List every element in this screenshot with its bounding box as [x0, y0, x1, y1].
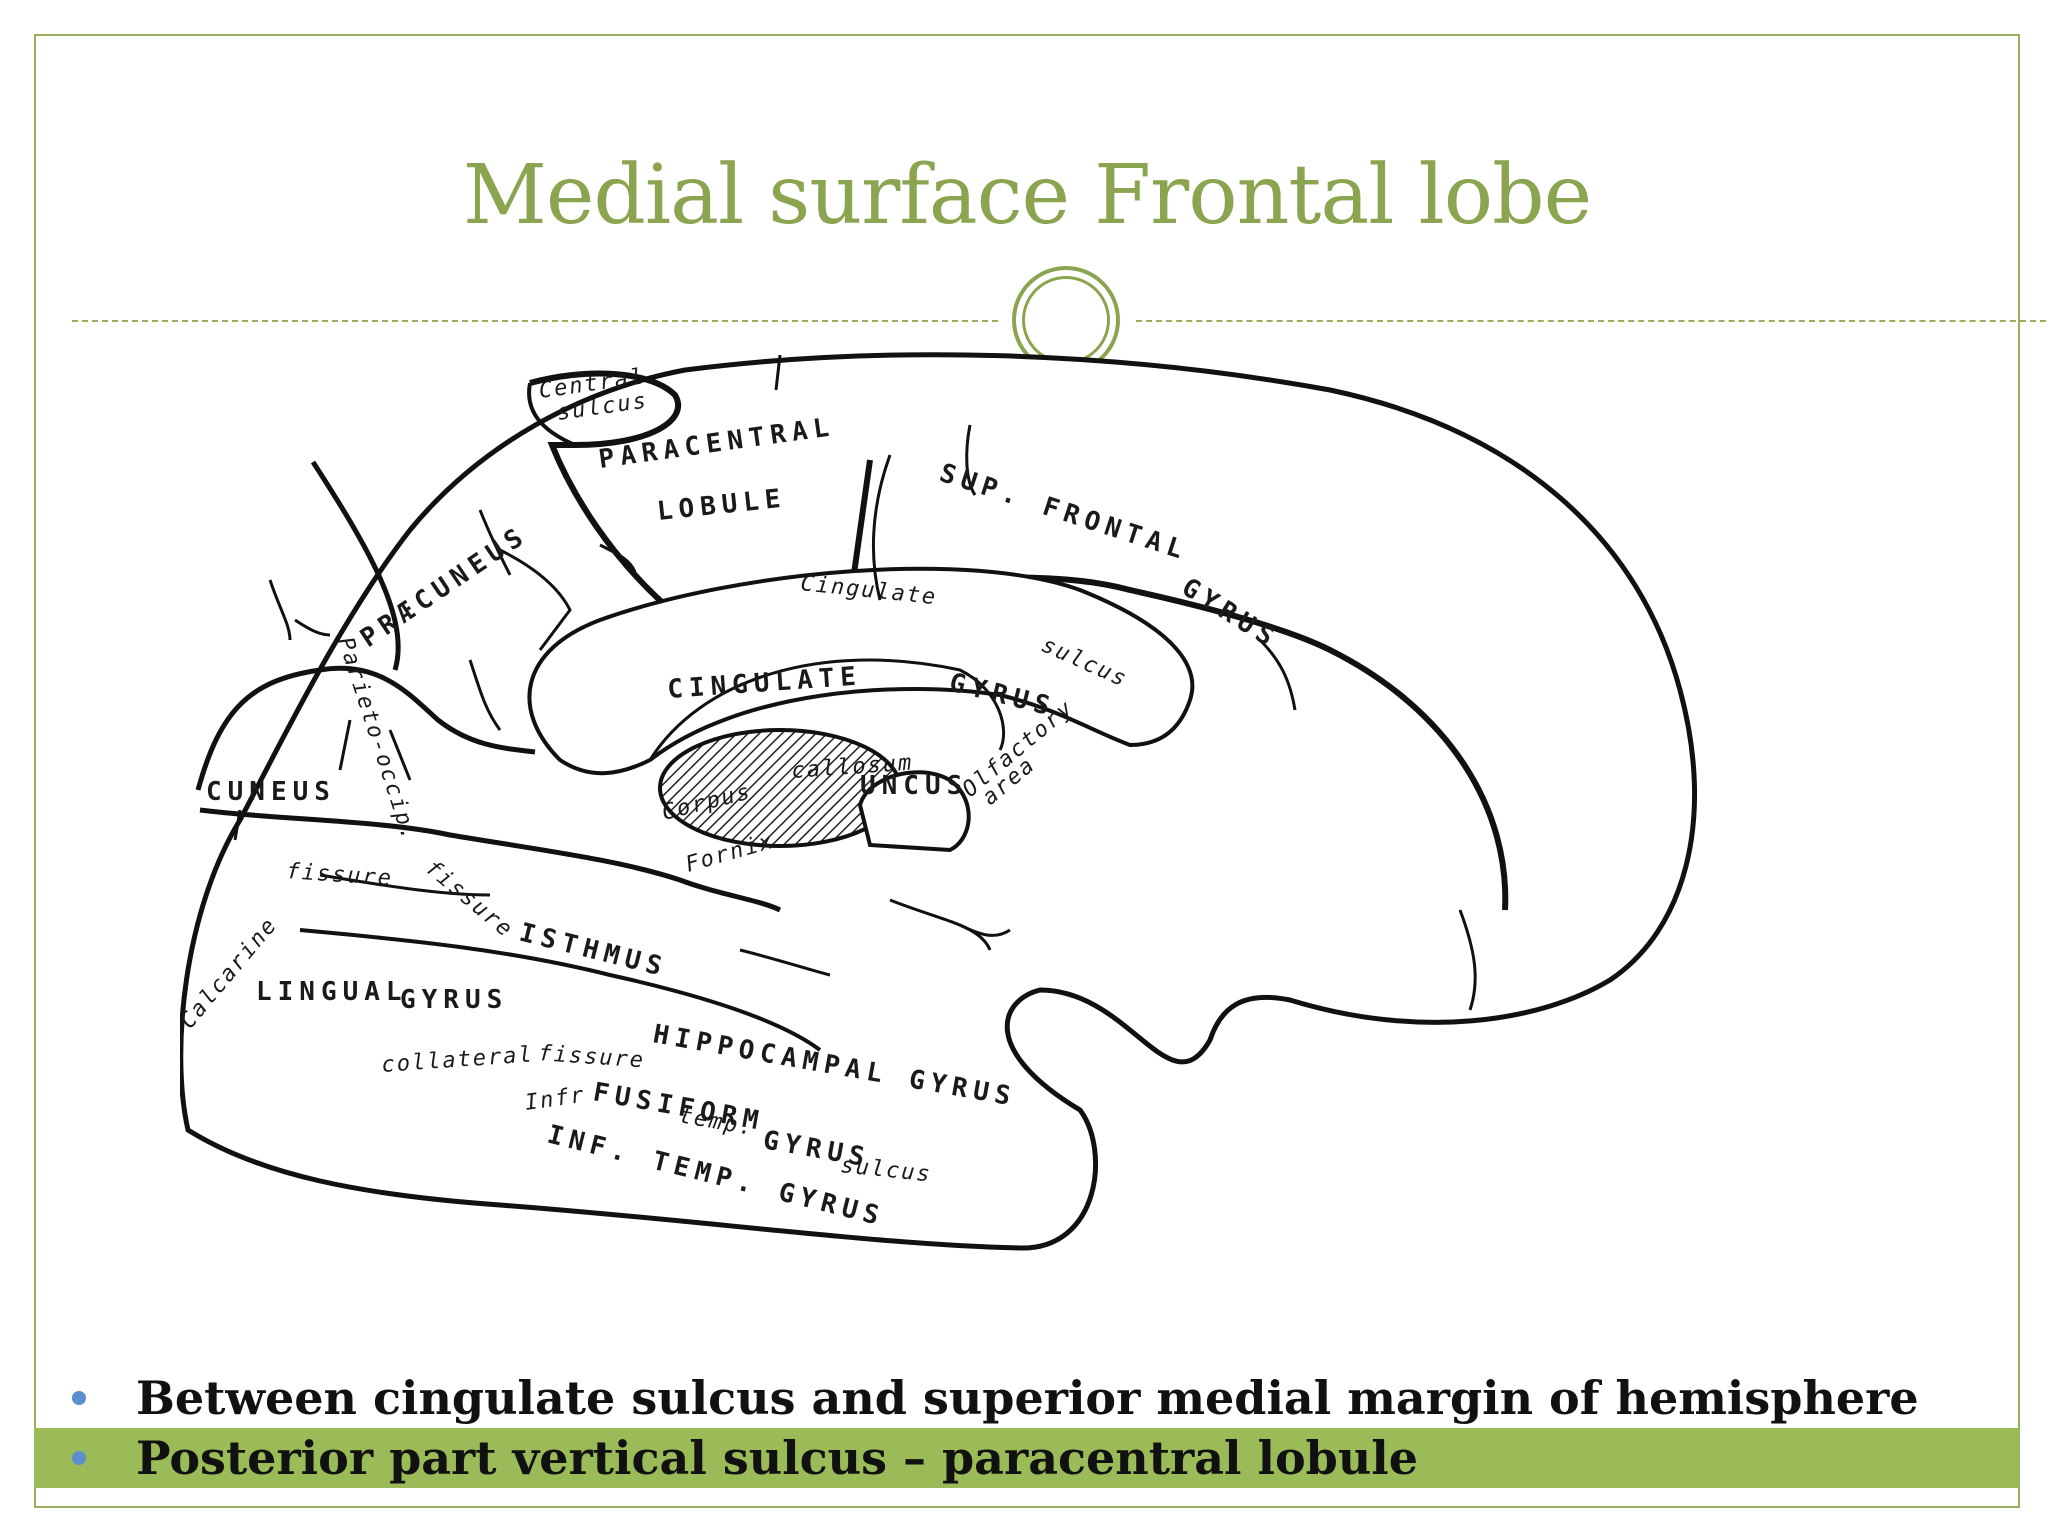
uncus-outline	[857, 770, 971, 853]
minor-sulci	[233, 354, 1477, 1011]
fornix-arc	[648, 658, 1006, 761]
inferior-temporal-sulcus	[299, 928, 822, 1052]
bullet-dot-icon	[72, 1451, 86, 1465]
bullet-dot-icon	[72, 1391, 86, 1405]
label-cuneus: CUNEUS	[206, 777, 336, 807]
bullet-text: Between cingulate sulcus and superior me…	[136, 1371, 1919, 1425]
collateral-fissure	[199, 807, 782, 913]
bullet-item-highlighted: Posterior part vertical sulcus – paracen…	[34, 1428, 2020, 1488]
bullet-text: Posterior part vertical sulcus – paracen…	[136, 1431, 1419, 1485]
label-lingual: LINGUAL	[256, 977, 408, 1007]
central-sulcus-outline	[527, 382, 576, 447]
slide-title: Medial surface Frontal lobe	[462, 148, 1592, 243]
title-divider-left	[72, 320, 998, 322]
brain-medial-surface-diagram: Central sulcus PARACENTRAL LOBULE SUP. F…	[180, 352, 1697, 1251]
calcarine-fissure	[195, 665, 536, 791]
label-uncus: UNCUS	[860, 771, 968, 801]
title-divider-right	[1136, 320, 2048, 322]
label-gyrus-lingual: GYRUS	[400, 985, 508, 1015]
parieto-occipital-fissure	[310, 460, 401, 671]
bullet-list: Between cingulate sulcus and superior me…	[34, 1368, 2020, 1488]
corpus-callosum	[527, 566, 1195, 776]
bullet-item: Between cingulate sulcus and superior me…	[34, 1368, 2020, 1428]
